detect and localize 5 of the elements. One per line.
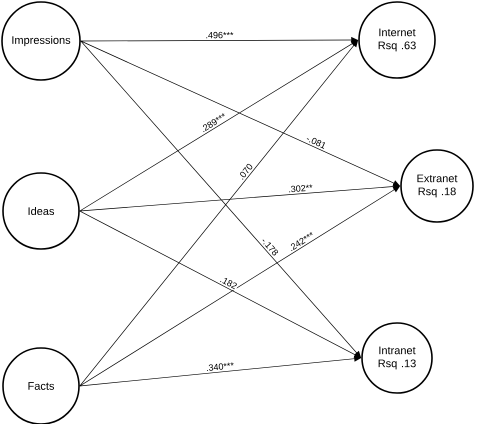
edge-label: .182 — [218, 274, 240, 291]
edge-label: .340*** — [204, 361, 236, 372]
edge-label: -.081 — [304, 133, 328, 150]
edge-label: .302** — [286, 183, 314, 194]
edge-label: .496*** — [204, 30, 234, 40]
